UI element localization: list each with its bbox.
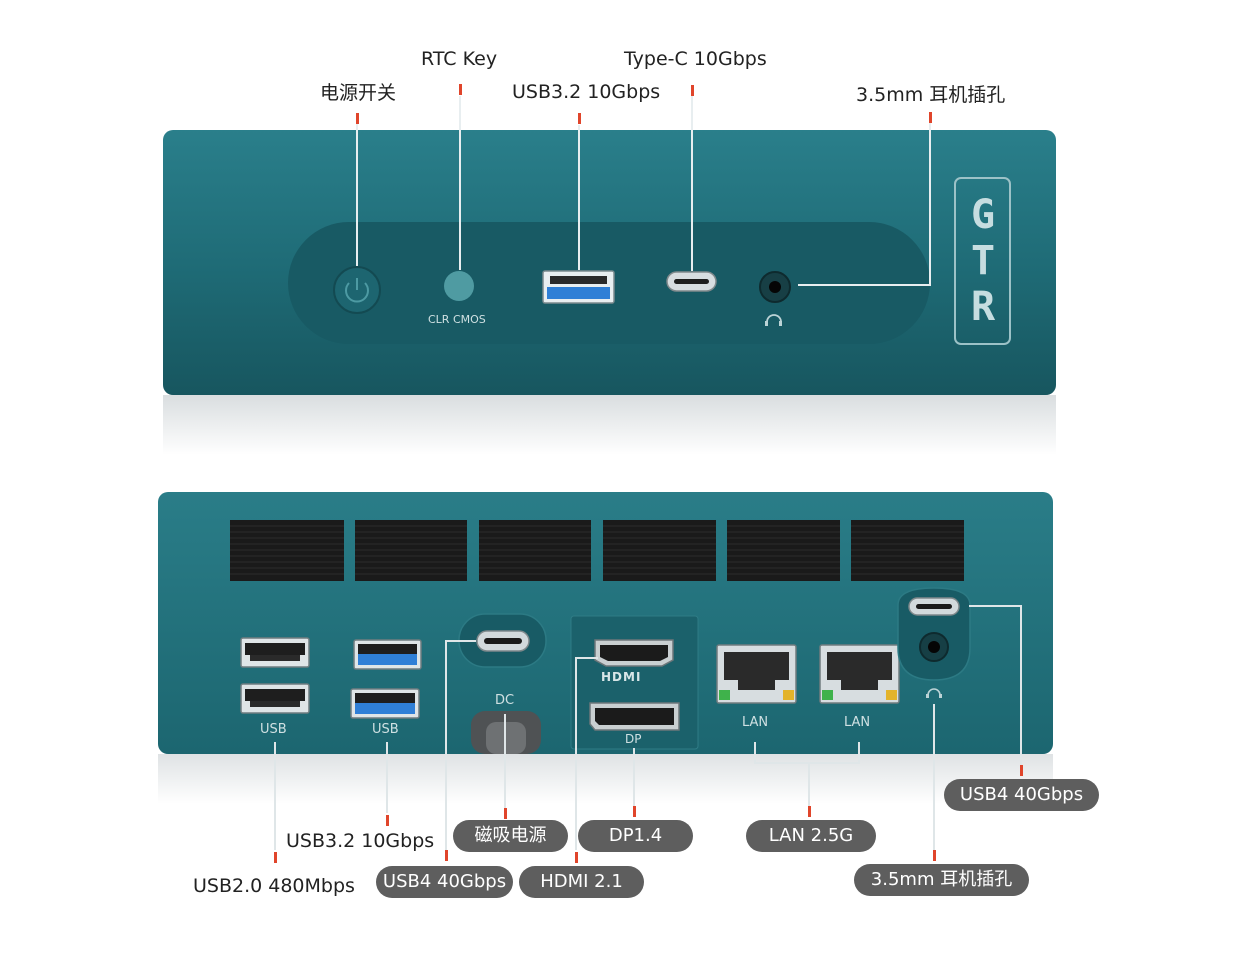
power-button[interactable]	[333, 266, 381, 314]
callout-hdmi: HDMI 2.1	[519, 866, 644, 898]
lan-2-link-led	[822, 690, 833, 700]
usb32-port-bottom[interactable]	[350, 688, 420, 719]
callout-lan: LAN 2.5G	[746, 820, 876, 852]
front-callout-markers	[356, 84, 932, 124]
hdmi-port[interactable]	[594, 639, 674, 667]
callout-rear-usb32: USB3.2 10Gbps	[286, 830, 435, 852]
callout-front-audio: 3.5mm 耳机插孔	[856, 84, 1006, 106]
gtr-logo: GTR	[970, 192, 996, 330]
callout-rtc-key: RTC Key	[421, 48, 498, 70]
usb-left-engraving: USB	[260, 722, 287, 737]
front-usb32-port[interactable]	[542, 270, 615, 304]
usb2-port-bottom[interactable]	[240, 683, 310, 714]
vent-slats	[230, 525, 964, 575]
front-callout-lines	[356, 96, 931, 286]
rtc-key-button[interactable]	[444, 271, 474, 301]
front-audio-jack[interactable]	[759, 271, 791, 303]
callout-dp: DP1.4	[578, 820, 693, 852]
callout-usb2: USB2.0 480Mbps	[193, 875, 355, 897]
lan-port-2[interactable]	[819, 644, 900, 704]
usb4-right-port[interactable]	[908, 597, 960, 616]
lan-2-engraving: LAN	[844, 715, 871, 730]
displayport-port[interactable]	[589, 702, 680, 731]
lan-1-engraving: LAN	[742, 715, 769, 730]
usb2-port-top[interactable]	[240, 637, 310, 668]
callout-magnetic-power: 磁吸电源	[453, 820, 568, 852]
clr-cmos-engraving: CLR CMOS	[428, 313, 486, 326]
front-shadow	[163, 395, 1056, 455]
lan-1-activity-led	[783, 690, 794, 700]
usb-right-engraving: USB	[372, 722, 399, 737]
rear-view	[158, 492, 1053, 863]
callout-front-usb32: USB3.2 10Gbps	[512, 81, 661, 103]
lan-1-link-led	[719, 690, 730, 700]
rear-headphone-icon	[926, 688, 942, 698]
callout-usb4-left: USB4 40Gbps	[376, 866, 513, 898]
usb4-left-port[interactable]	[476, 630, 530, 652]
front-view	[163, 84, 1056, 455]
lan-2-activity-led	[886, 690, 897, 700]
lan-port-1[interactable]	[716, 644, 797, 704]
dp-engraving: DP	[625, 732, 642, 746]
callout-front-typec: Type-C 10Gbps	[624, 48, 767, 70]
rear-callout-lines	[274, 605, 1022, 850]
callout-usb4-right: USB4 40Gbps	[944, 779, 1099, 811]
hdmi-logo: HDMI	[601, 670, 642, 684]
callout-power-switch: 电源开关	[320, 82, 397, 104]
callout-rear-audio: 3.5mm 耳机插孔	[854, 864, 1029, 896]
usb32-port-top[interactable]	[353, 639, 422, 670]
headphone-icon	[765, 314, 782, 326]
rear-callout-markers	[274, 765, 1023, 863]
rear-audio-jack[interactable]	[919, 632, 949, 662]
dc-engraving: DC	[495, 693, 515, 708]
front-typec-port[interactable]	[666, 271, 717, 292]
gtr-badge-frame	[954, 177, 1011, 345]
rear-shadow	[158, 754, 1053, 804]
